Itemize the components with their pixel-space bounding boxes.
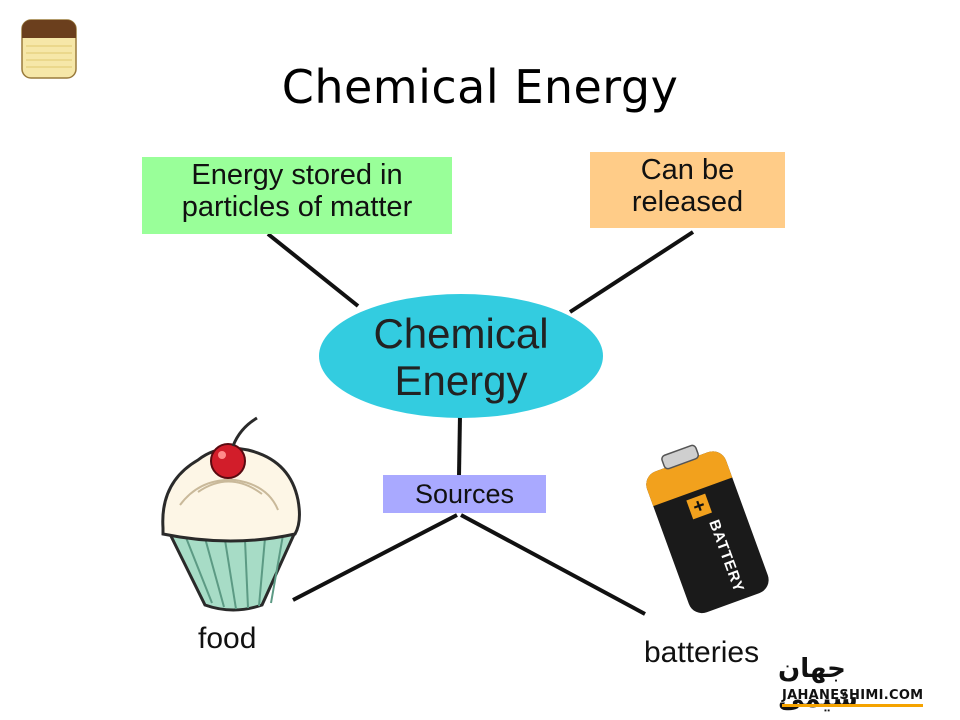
- sources-box: Sources: [383, 475, 546, 513]
- battery-icon: + BATTERY: [646, 444, 769, 614]
- notepad-icon: [21, 19, 77, 79]
- connector-center-sources: [457, 414, 462, 477]
- connector-sources-food: [292, 513, 458, 602]
- central-ellipse: [319, 294, 603, 418]
- connector-top-left: [266, 232, 360, 308]
- released-box: Can be released: [590, 152, 785, 228]
- connector-sources-batteries: [460, 513, 646, 616]
- logo-wordmark: جهان شیمی: [778, 654, 858, 714]
- batteries-label: batteries: [644, 636, 760, 669]
- slide-title: Chemical Energy: [281, 60, 679, 114]
- cupcake-icon: [161, 416, 301, 612]
- site-logo: جهان شیمی JAHANESHIMI.COM: [778, 654, 938, 714]
- connector-top-right: [568, 230, 695, 314]
- center-label: Chemical Energy: [373, 310, 549, 405]
- food-label: food: [198, 622, 257, 655]
- logo-url: JAHANESHIMI.COM: [782, 688, 924, 707]
- stored-energy-box: Energy stored in particles of matter: [142, 157, 452, 234]
